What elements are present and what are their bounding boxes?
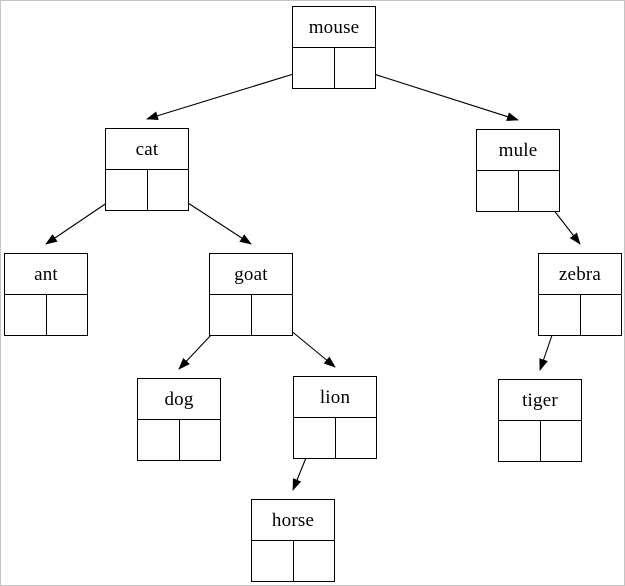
- node-label: tiger: [522, 389, 558, 411]
- pointer-cells: [138, 419, 220, 460]
- right-pointer-cell: [335, 48, 376, 88]
- node-label: ant: [34, 263, 58, 285]
- node-label: cat: [135, 138, 159, 160]
- edge-mouse-cat: [146, 67, 314, 121]
- tree-node-dog: dog: [137, 378, 221, 461]
- right-pointer-cell: [336, 418, 377, 458]
- pointer-cells: [106, 169, 188, 210]
- node-label: dog: [164, 388, 194, 410]
- left-pointer-cell: [293, 48, 335, 88]
- right-pointer-cell: [47, 295, 88, 335]
- tree-node-mule: mule: [476, 129, 560, 212]
- right-pointer-cell: [519, 171, 560, 211]
- right-pointer-cell: [581, 295, 622, 335]
- left-pointer-cell: [539, 295, 581, 335]
- tree-node-ant: ant: [4, 253, 88, 336]
- left-pointer-cell: [5, 295, 47, 335]
- tree-node-mouse: mouse: [292, 6, 376, 89]
- pointer-cells: [252, 540, 334, 581]
- tree-node-zebra: zebra: [538, 253, 622, 336]
- pointer-cells: [294, 417, 376, 458]
- left-pointer-cell: [477, 171, 519, 211]
- left-pointer-cell: [294, 418, 336, 458]
- left-pointer-cell: [210, 295, 252, 335]
- tree-node-cat: cat: [105, 128, 189, 211]
- left-pointer-cell: [106, 170, 148, 210]
- right-pointer-cell: [148, 170, 189, 210]
- edge-mouse-mule: [354, 67, 519, 121]
- node-label: horse: [271, 509, 315, 531]
- pointer-cells: [477, 170, 559, 211]
- left-pointer-cell: [252, 541, 294, 581]
- node-label: lion: [319, 386, 351, 408]
- pointer-cells: [210, 294, 292, 335]
- left-pointer-cell: [499, 421, 541, 461]
- node-label: goat: [234, 263, 268, 285]
- right-pointer-cell: [541, 421, 582, 461]
- pointer-cells: [539, 294, 621, 335]
- pointer-cells: [293, 47, 375, 88]
- node-label: mouse: [308, 16, 360, 38]
- node-label: zebra: [558, 263, 602, 285]
- pointer-cells: [5, 294, 87, 335]
- right-pointer-cell: [252, 295, 293, 335]
- right-pointer-cell: [180, 420, 221, 460]
- left-pointer-cell: [138, 420, 180, 460]
- right-pointer-cell: [294, 541, 335, 581]
- node-label: mule: [498, 139, 538, 161]
- tree-node-lion: lion: [293, 376, 377, 459]
- pointer-cells: [499, 420, 581, 461]
- tree-node-tiger: tiger: [498, 379, 582, 462]
- tree-node-goat: goat: [209, 253, 293, 336]
- tree-node-horse: horse: [251, 499, 335, 582]
